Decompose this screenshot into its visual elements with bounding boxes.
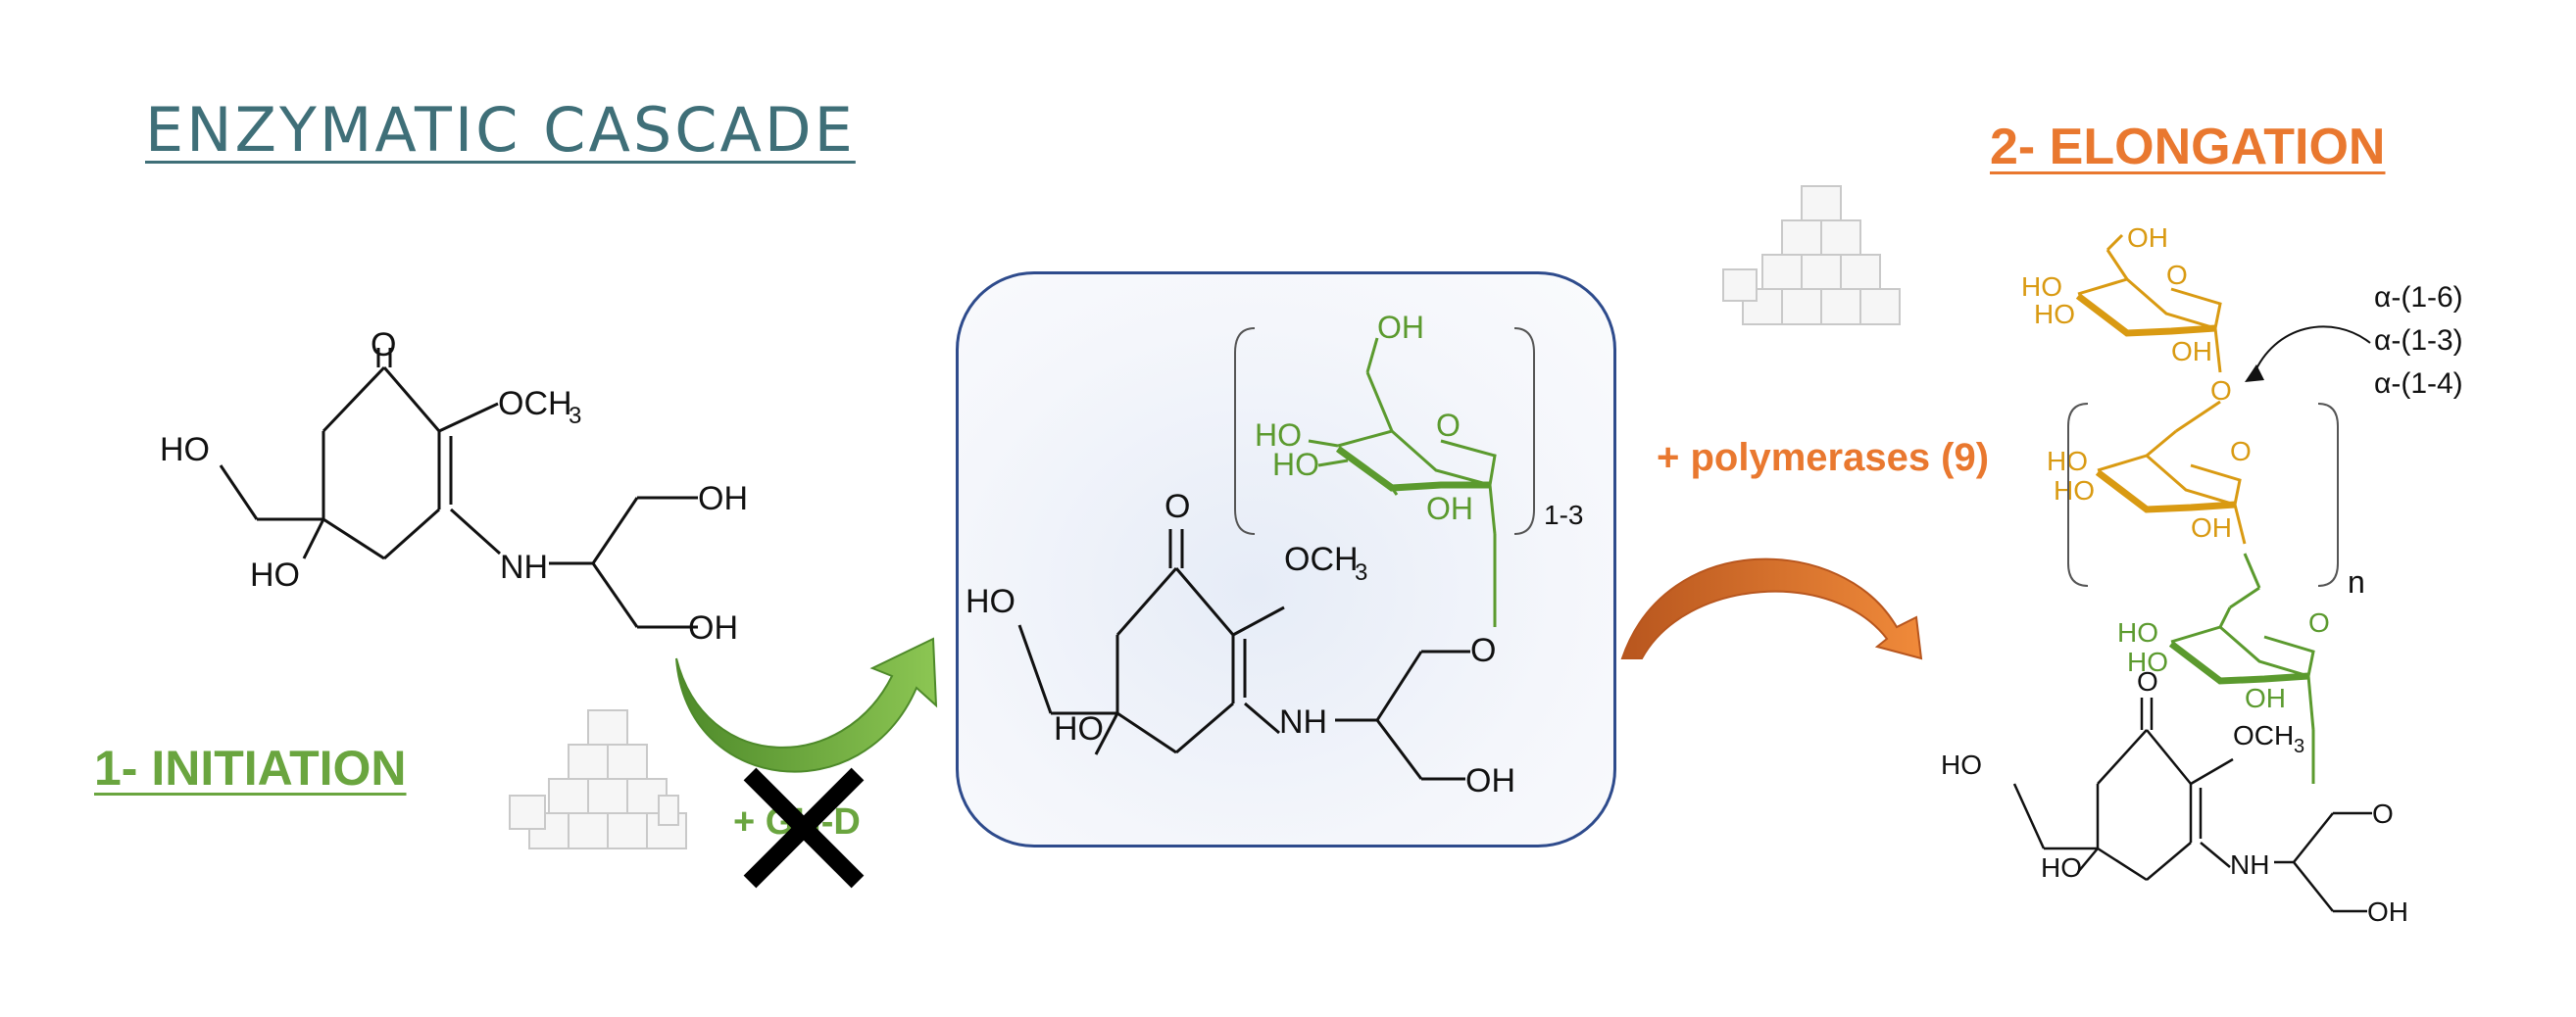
repeat-bracket-right <box>1513 327 1535 535</box>
green-right-atoms: HO HO OH O <box>2117 607 2330 713</box>
atom-label: HO <box>2034 299 2075 329</box>
atom-label: O <box>2210 375 2232 406</box>
glucose-unit-gold-terminal <box>2075 233 2222 373</box>
atom-label: O <box>2308 607 2330 638</box>
atom-label: O <box>2230 436 2252 466</box>
linkage-item: α-(1-6) <box>2374 281 2463 314</box>
atom-label: HO <box>2041 852 2082 883</box>
atom-label: HO <box>160 431 210 468</box>
linkage-item: α-(1-4) <box>2374 367 2463 400</box>
atom-label: HO <box>2127 647 2168 677</box>
atom-label: HO <box>250 557 300 594</box>
atom-label: HO <box>1255 417 1302 453</box>
atom-label: O <box>1470 632 1496 669</box>
elongation-arrow <box>1620 557 1923 660</box>
linkage-pointer-arrow <box>2252 325 2371 378</box>
atom-label: OH <box>2171 336 2212 366</box>
atom-label: OCH <box>498 385 572 422</box>
polymerase-label: + polymerases (9) <box>1657 436 1990 479</box>
elongation-label: 2- ELONGATION <box>1990 119 2386 175</box>
atom-label: NH <box>1279 703 1327 741</box>
atom-label: 3 <box>2294 736 2304 757</box>
gold-terminal-atoms: OH HO HO OH O O <box>2021 222 2232 406</box>
glucose-unit-gold-repeat <box>2095 400 2247 545</box>
linkage-item: α-(1-3) <box>2374 324 2463 357</box>
atom-label: O <box>371 326 396 363</box>
atom-label: OH <box>688 609 738 647</box>
initiation-arrow <box>675 637 938 773</box>
atom-label: O <box>2372 799 2394 829</box>
glucose-unit-green-right <box>2168 553 2315 784</box>
elongated-acceptor <box>2012 698 2372 913</box>
product-highlight-box <box>956 271 1616 848</box>
sugar-cubes-icon <box>509 709 687 849</box>
polymer-index: n <box>2348 564 2365 600</box>
inhibition-x-mark <box>743 767 865 889</box>
atom-label: HO <box>2054 475 2095 506</box>
atom-label: O <box>1164 488 1190 525</box>
atom-label: OH <box>2367 896 2408 927</box>
gold-repeat-atoms: HO HO OH O <box>2047 436 2252 543</box>
acceptor-atoms: O OCH 3 HO HO NH OH OH <box>160 326 748 647</box>
atom-label: 3 <box>569 403 581 429</box>
atom-label: OH <box>2245 683 2286 713</box>
linkage-list: α-(1-6) α-(1-3) α-(1-4) <box>2374 276 2463 406</box>
atom-label: HO <box>1941 750 1982 780</box>
atom-label: OCH <box>2233 720 2294 751</box>
acceptor-molecule <box>219 348 698 629</box>
atom-label: HO <box>1054 710 1104 748</box>
repeat-count: 1-3 <box>1544 500 1583 530</box>
atom-label: OH <box>698 480 748 517</box>
atom-label: OH <box>1377 310 1424 345</box>
glucosylated-product <box>1017 529 1470 781</box>
atom-label: HO <box>2117 617 2158 648</box>
atom-label: OH <box>1465 762 1515 799</box>
atom-label: OH <box>2127 222 2168 253</box>
atom-label: HO <box>1272 447 1319 482</box>
atom-label: NH <box>2230 849 2269 880</box>
sugar-cubes-icon <box>1722 185 1901 325</box>
atom-label: HO <box>2021 271 2062 302</box>
atom-label: OH <box>2191 512 2232 543</box>
polymer-bracket-left <box>2067 403 2089 587</box>
atom-label: O <box>2137 666 2158 697</box>
product-atoms: O OCH 3 HO HO NH O OH 1-3 <box>966 488 1583 799</box>
atom-label: NH <box>500 549 548 586</box>
repeat-bracket-left <box>1234 327 1256 535</box>
glucose-green-atoms: OH HO HO OH O <box>1255 310 1473 526</box>
initiation-label: 1- INITIATION <box>94 741 407 796</box>
atom-label: OH <box>1426 491 1473 526</box>
atom-label: OCH <box>1284 541 1359 578</box>
atom-label: O <box>2166 260 2188 290</box>
glucose-unit-green <box>1308 337 1497 627</box>
atom-label: O <box>1436 408 1461 443</box>
elongated-acceptor-atoms: O OCH 3 HO HO NH O OH <box>1941 666 2408 927</box>
atom-label: HO <box>966 583 1016 620</box>
polymer-bracket-right <box>2317 403 2339 587</box>
diagram-title: ENZYMATIC CASCADE <box>145 94 856 166</box>
atom-label: 3 <box>1355 559 1367 586</box>
